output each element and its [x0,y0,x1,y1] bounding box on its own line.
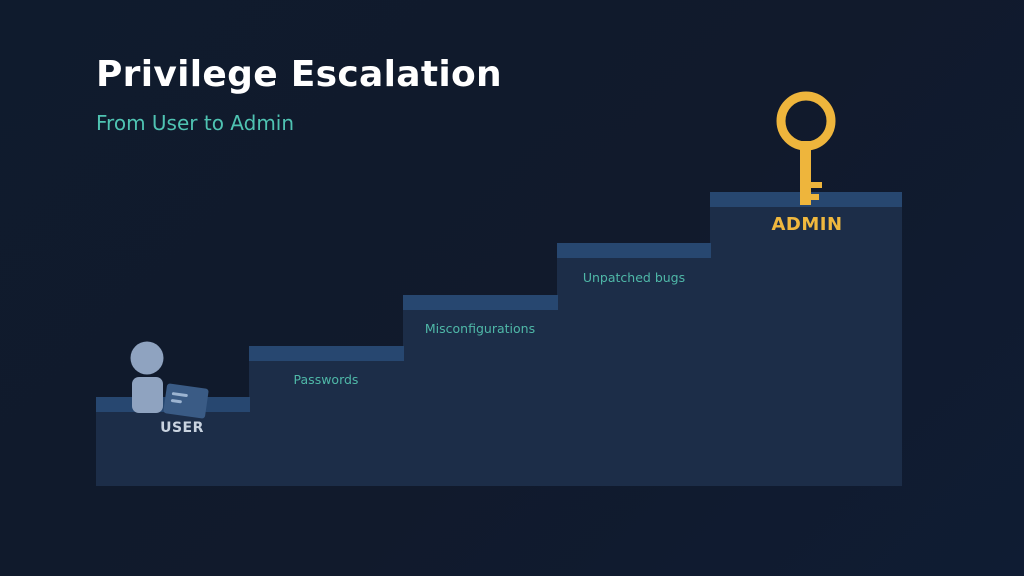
step-body-passwords [249,346,404,486]
step-top-unpatched [557,243,711,258]
staircase [96,192,902,486]
step-label-misconfigurations: Misconfigurations [425,321,535,336]
step-label-passwords: Passwords [294,372,359,387]
step-body-admin [710,192,902,486]
step-top-misconfigurations [403,295,558,310]
step-body-unpatched [557,243,711,486]
step-label-unpatched: Unpatched bugs [583,270,685,285]
step-label-user: USER [160,420,204,436]
step-top-passwords [249,346,404,361]
id-card-icon [163,383,209,419]
page-subtitle: From User to Admin [96,111,295,135]
step-label-admin: ADMIN [771,214,842,235]
step-body-misconfigurations [403,295,558,486]
user-figure-icon [130,341,164,413]
page-title: Privilege Escalation [96,54,502,95]
key-icon [776,91,836,205]
